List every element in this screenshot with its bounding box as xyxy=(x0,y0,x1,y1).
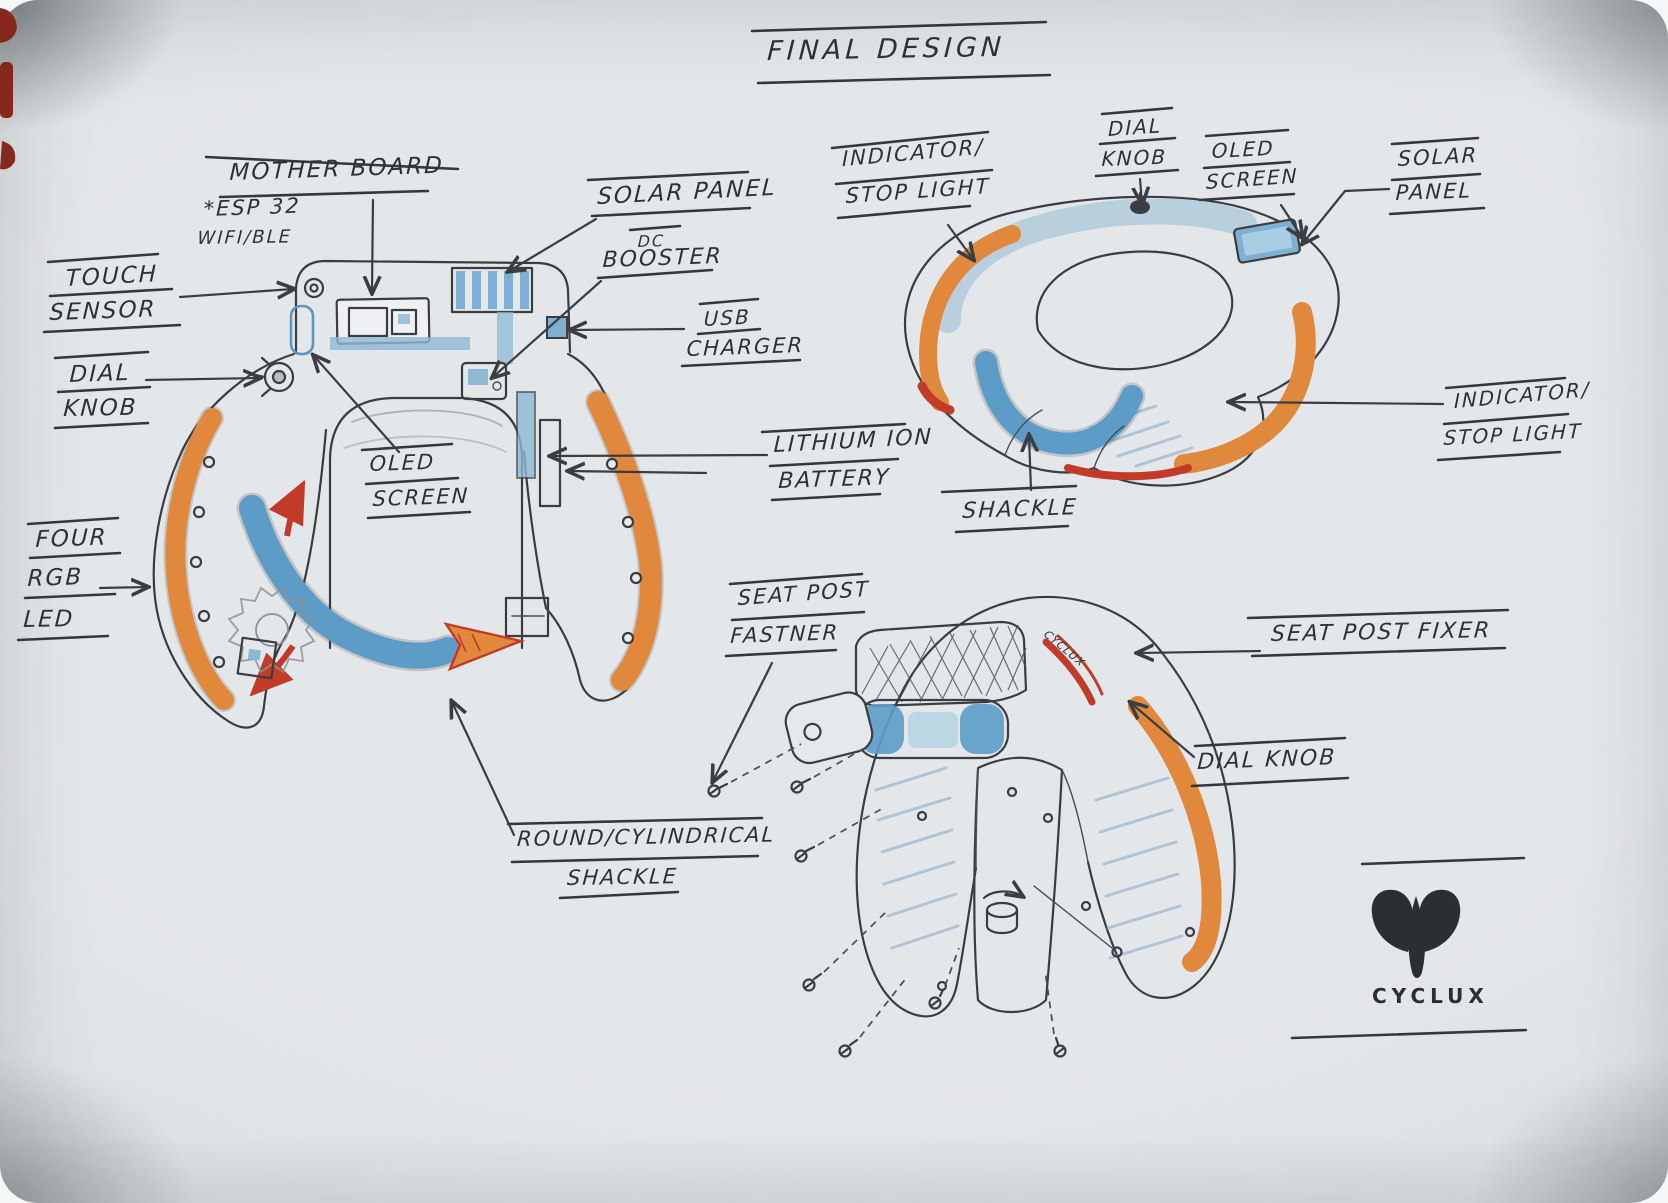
oled-screen-component xyxy=(1233,218,1301,264)
label-seat-post-fixer: SEAT POST FIXER xyxy=(1270,618,1493,648)
orange-accent-right xyxy=(587,391,662,691)
solar-panel-component xyxy=(450,266,534,314)
label-solar-top: SOLAR xyxy=(1397,142,1479,172)
label-rgb: RGB xyxy=(27,564,84,593)
photo-edge-marks xyxy=(0,8,17,170)
label-rules xyxy=(16,106,1570,1040)
sketch-rear-view xyxy=(707,595,1236,1058)
label-booster: BOOSTER xyxy=(602,243,724,274)
label-led: LED xyxy=(22,606,76,634)
screw-holes xyxy=(916,786,1196,992)
orange-accent-top-left xyxy=(919,225,1021,411)
wire-strip xyxy=(497,312,513,364)
shackle-loop xyxy=(975,351,1143,455)
shackle-direction-arrow xyxy=(443,622,526,672)
cyclux-logo-text: CYCLUX xyxy=(1372,984,1489,1008)
label-dial-front: DIAL xyxy=(69,359,132,389)
label-panel-top: PANEL xyxy=(1395,178,1473,206)
label-knob-front: KNOB xyxy=(62,394,139,423)
title-rules xyxy=(750,20,1052,85)
red-indicator-left xyxy=(917,381,955,415)
sketch-front-view xyxy=(152,259,664,729)
orange-accent-top-right xyxy=(1174,302,1316,474)
label-wifi-ble: WIFI/BLE xyxy=(196,226,293,250)
label-oled-top: OLED xyxy=(1211,135,1275,164)
touch-sensor-component xyxy=(289,304,315,356)
red-seat-post-fixer xyxy=(1042,638,1096,706)
chip xyxy=(398,314,410,324)
sketch-perspective-view xyxy=(903,191,1340,487)
label-touch: TOUCH xyxy=(65,261,159,293)
orange-accent-left xyxy=(165,408,234,710)
dc-booster-component xyxy=(460,361,508,401)
pcb-strip xyxy=(330,337,470,350)
label-knob-top: KNOB xyxy=(1101,144,1168,172)
label-fastner: FASTNER xyxy=(729,620,840,649)
rotate-arrow-up xyxy=(287,488,301,537)
label-shackle-front: SHACKLE xyxy=(566,864,679,891)
orange-accent-rear xyxy=(1128,696,1222,972)
blue-shading xyxy=(935,198,1257,333)
blue-hatching-right-leg xyxy=(1094,776,1184,960)
dial-knob-top-component xyxy=(1130,200,1150,214)
page-title: FINAL DESIGN xyxy=(766,31,1006,68)
label-oled-front: OLED xyxy=(369,449,436,477)
fastener-tab xyxy=(784,691,874,765)
label-round-cylindrical: ROUND/CYLINDRICAL xyxy=(516,822,777,852)
label-dial-knob-bottom: DIAL KNOB xyxy=(1196,745,1337,776)
label-battery: BATTERY xyxy=(777,465,891,495)
cyclux-logo-mark xyxy=(1371,889,1461,978)
label-usb: USB xyxy=(703,304,751,332)
cylinder-pin xyxy=(982,891,1022,935)
blue-hatching-left-leg xyxy=(874,766,960,950)
battery-component xyxy=(516,391,536,479)
led-holes-right xyxy=(605,457,643,645)
label-shackle-top: SHACKLE xyxy=(961,494,1079,525)
led-holes-left xyxy=(189,455,226,669)
label-sensor: SENSOR xyxy=(49,296,157,327)
exploded-screws xyxy=(707,743,1123,1058)
label-esp32: *ESP 32 xyxy=(203,193,302,222)
seat-post-strap xyxy=(854,698,1010,760)
red-indicator-bottom xyxy=(1064,464,1192,481)
shackle-band xyxy=(239,495,461,669)
label-four: FOUR xyxy=(35,524,109,554)
gear-sketch xyxy=(227,586,316,680)
crosshatch-saddle xyxy=(854,620,1028,708)
label-dial-top: DIAL xyxy=(1108,113,1162,142)
leader-lines xyxy=(98,177,1445,837)
label-screen-front: SCREEN xyxy=(372,483,470,512)
label-charger: CHARGER xyxy=(686,332,805,362)
rotate-arrow-down xyxy=(256,644,296,690)
dial-knob-component xyxy=(253,356,295,398)
